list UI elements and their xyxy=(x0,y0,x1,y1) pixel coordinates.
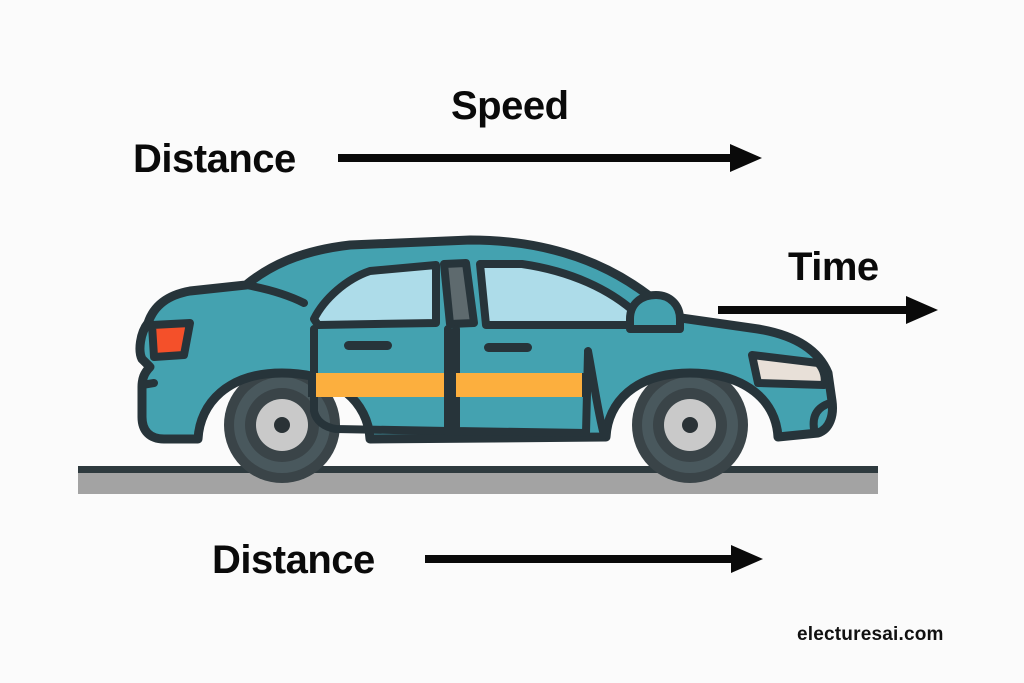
door-handle-rear xyxy=(344,341,392,350)
distance-arrow xyxy=(425,545,763,573)
speed-arrow xyxy=(338,144,762,172)
rear-wheel xyxy=(224,367,340,483)
door-handle-front xyxy=(484,343,532,352)
car-body xyxy=(135,235,837,444)
rear-rocker-line xyxy=(138,379,158,389)
orange-side-stripe xyxy=(308,373,590,397)
front-wheel xyxy=(632,367,748,483)
taillight xyxy=(148,319,194,361)
front-bumper-line xyxy=(809,399,834,433)
rear-door-outline xyxy=(310,325,452,436)
rear-deck-line xyxy=(242,281,308,307)
road-top-edge xyxy=(78,466,878,473)
side-mirror xyxy=(626,291,684,333)
label-time: Time xyxy=(788,245,879,289)
watermark: electuresai.com xyxy=(797,624,944,645)
front-fender-line xyxy=(584,347,608,439)
time-arrow xyxy=(718,296,938,324)
label-speed: Speed xyxy=(451,84,569,128)
b-pillar xyxy=(440,259,478,328)
rear-window xyxy=(310,261,440,329)
label-distance-bottom: Distance xyxy=(212,538,375,582)
car-illustration xyxy=(135,235,837,483)
headlight xyxy=(748,351,829,389)
label-distance-top: Distance xyxy=(133,137,296,181)
